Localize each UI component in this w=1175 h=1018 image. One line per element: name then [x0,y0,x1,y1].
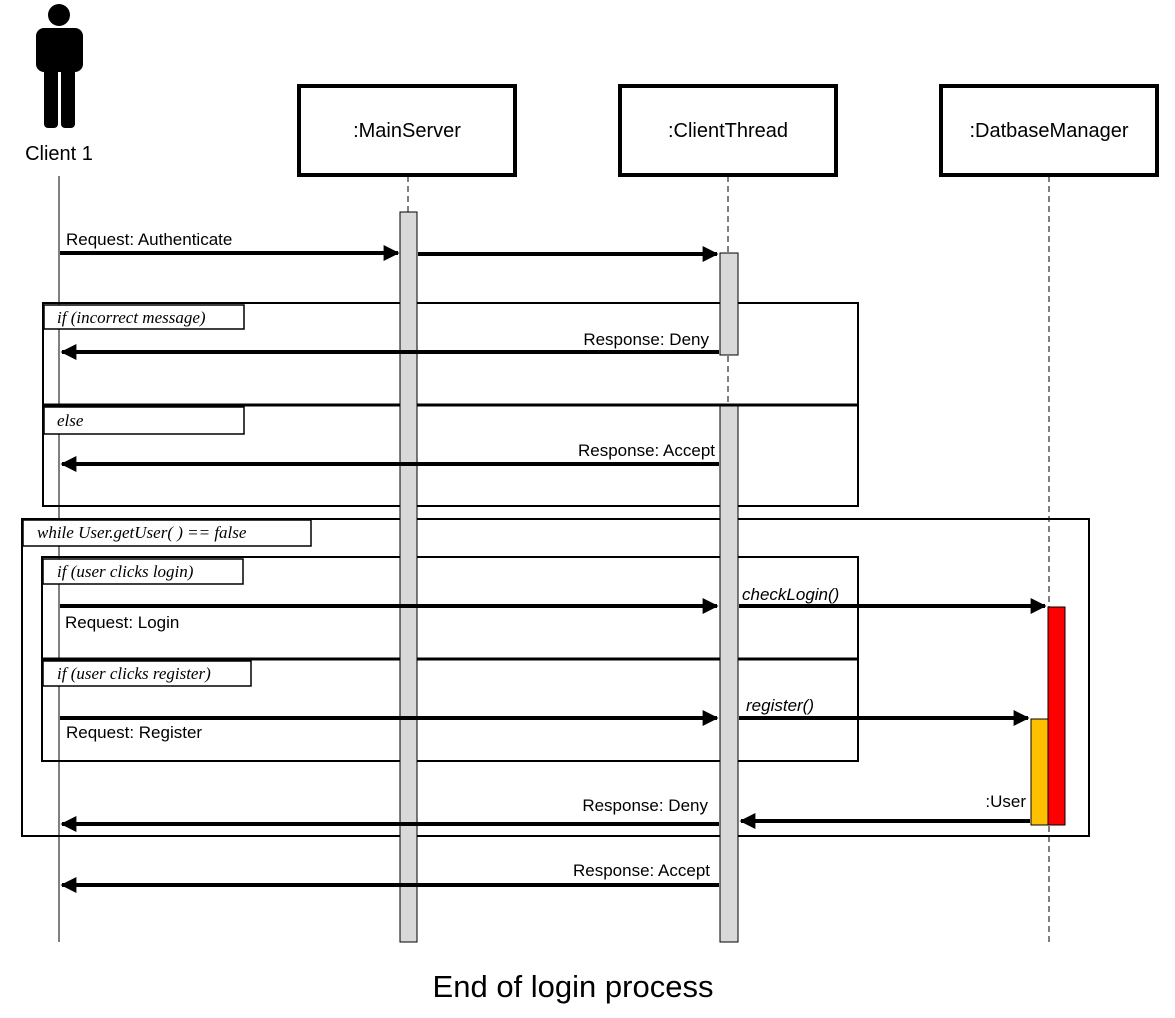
person-icon [36,4,83,128]
guard-else: else [43,406,245,435]
participant-label: :DatbaseManager [970,120,1129,142]
guard-if-incorrect: if (incorrect message) [43,304,245,330]
message-label: Request: Register [66,723,202,742]
participant-label: :MainServer [353,120,461,142]
actor-label: Client 1 [25,143,93,165]
participant-client-thread: :ClientThread [618,84,838,177]
guard-text: if (incorrect message) [57,308,206,327]
participant-label: :ClientThread [668,120,788,142]
guard-text: if (user clicks register) [57,664,211,683]
actor-client-1: Client 1 [25,4,93,165]
guard-if-register: if (user clicks register) [42,660,252,687]
message-label: Response: Deny [583,330,709,349]
activation-client-thread-1 [719,252,739,356]
message-label: Response: Accept [578,441,715,460]
activation-db-orange [1030,718,1049,826]
message-label: checkLogin() [742,585,839,604]
message-label: Response: Accept [573,861,710,880]
participant-main-server: :MainServer [297,84,517,177]
message-label: Response: Deny [582,796,708,815]
fragment-loop-frame [21,518,1090,837]
guard-text: else [57,411,84,430]
message-label: Request: Login [65,613,179,632]
message-label: Request: Authenticate [66,230,232,249]
activation-db-red [1047,606,1066,826]
diagram-caption: End of login process [433,969,714,1004]
activation-main-server [399,211,418,943]
message-label: register() [746,696,814,715]
guard-if-login: if (user clicks login) [42,558,244,585]
participant-db-manager: :DatbaseManager [939,84,1159,177]
guard-text: if (user clicks login) [57,562,194,581]
message-label: :User [985,792,1026,811]
guard-while: while User.getUser( ) == false [22,519,312,547]
activation-client-thread-2 [719,405,739,943]
guard-text: while User.getUser( ) == false [37,523,247,542]
